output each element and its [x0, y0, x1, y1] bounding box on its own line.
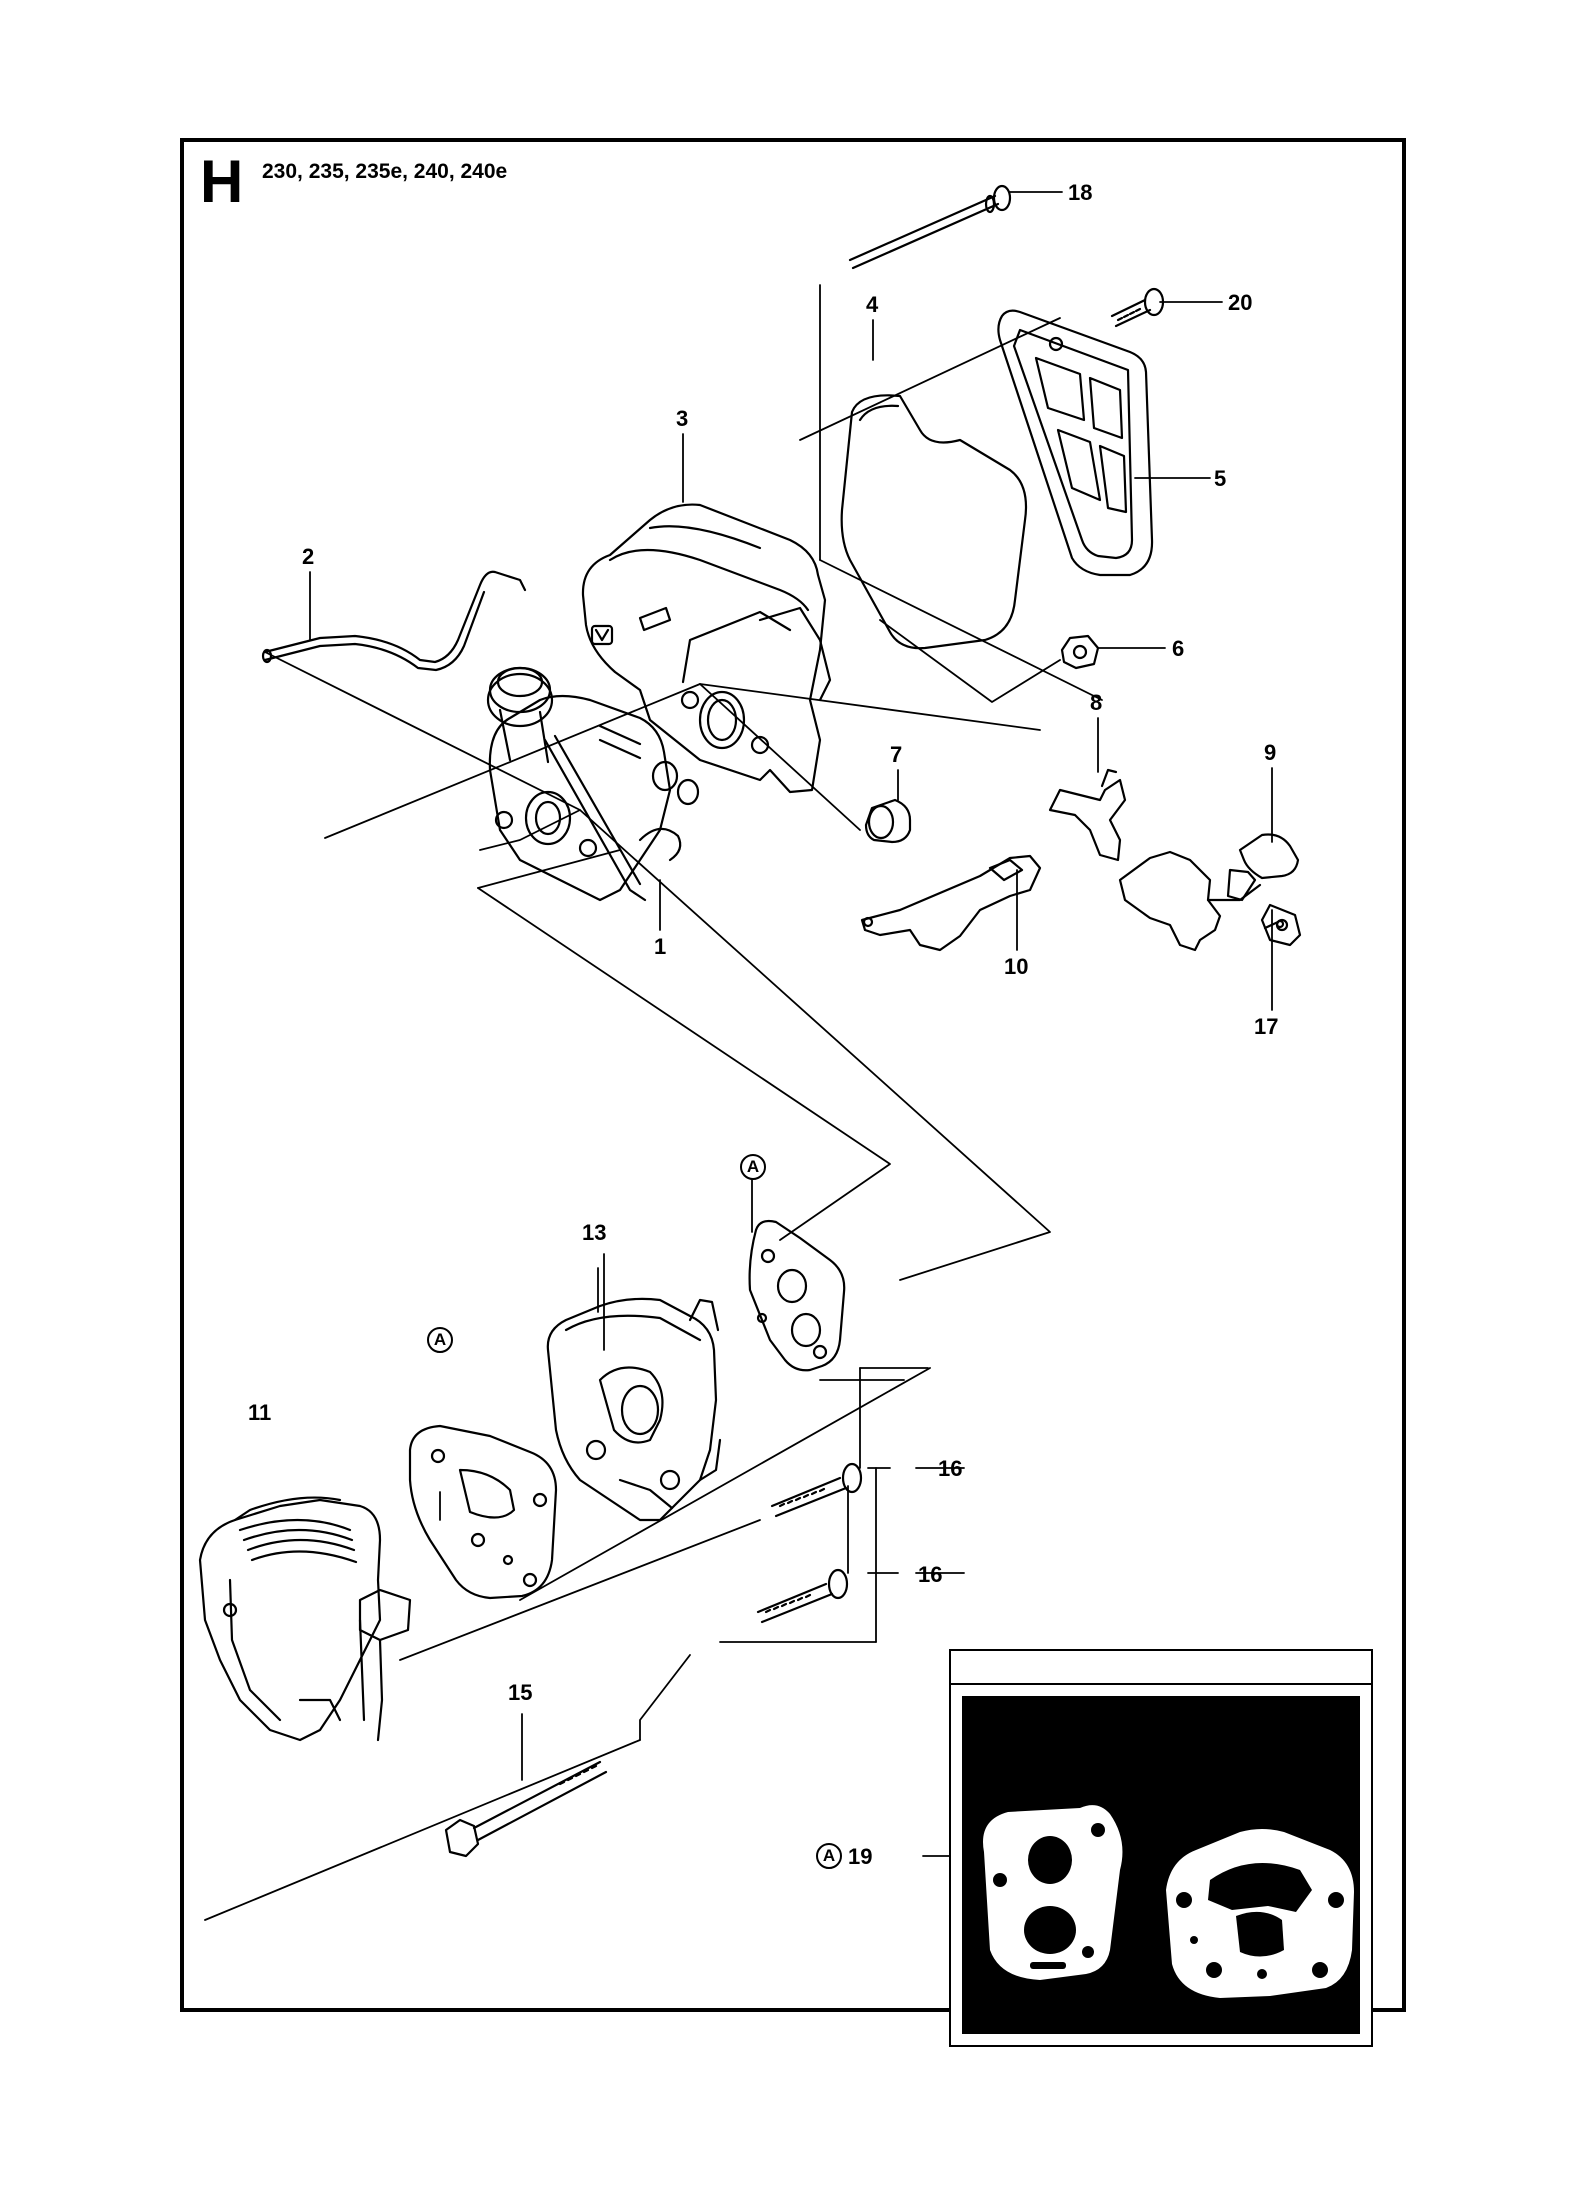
callout-10: 10	[1004, 954, 1029, 979]
callout-18: 18	[1068, 180, 1093, 205]
callout-3: 3	[676, 406, 689, 431]
section-letter: H	[200, 148, 244, 215]
callout-1: 1	[654, 934, 667, 959]
diagram-frame	[180, 138, 1406, 2012]
part-15-long-bolt	[444, 1760, 608, 1858]
part-10-lever	[860, 854, 1042, 952]
part-18-long-bolt	[848, 184, 1012, 270]
marker-a-kit: A	[816, 1843, 842, 1869]
part-13-intake-adapter	[546, 1297, 722, 1522]
callout-7: 7	[890, 742, 903, 767]
part-4-air-filter	[840, 394, 1028, 650]
callout-2: 2	[302, 544, 315, 569]
part-3-filter-housing	[581, 503, 832, 794]
callout-4: 4	[866, 292, 879, 317]
marker-a-upper: A	[740, 1154, 766, 1180]
part-16-screw-upper	[770, 1462, 863, 1518]
part-8-spring-plate	[1048, 768, 1127, 862]
callout-11: 11	[248, 1400, 272, 1425]
gasket-kit-panel	[949, 1649, 1373, 2047]
callout-6: 6	[1172, 636, 1185, 661]
part-9-throttle-lever	[1118, 833, 1302, 952]
callout-9: 9	[1264, 740, 1277, 765]
callout-15: 15	[508, 1680, 533, 1705]
model-list: 230, 235, 235e, 240, 240e	[262, 160, 508, 183]
callout-16-upper: 16	[938, 1456, 963, 1481]
callout-8: 8	[1090, 690, 1103, 715]
callout-5: 5	[1214, 466, 1227, 491]
part-7-sleeve	[864, 798, 912, 844]
part-gasket-lower	[408, 1424, 558, 1600]
part-17-screw	[1263, 919, 1285, 930]
part-1-carburetor	[486, 666, 700, 902]
leader-lines	[204, 191, 1273, 1921]
callout-17: 17	[1254, 1014, 1279, 1039]
part-20-screw	[1110, 287, 1165, 328]
callout-19: 19	[848, 1844, 873, 1869]
part-2-choke-rod	[261, 570, 527, 672]
marker-a-lower: A	[427, 1327, 453, 1353]
part-16-screw-lower	[756, 1568, 849, 1624]
part-5-filter-frame	[997, 309, 1154, 577]
callout-20: 20	[1228, 290, 1253, 315]
part-gasket-upper	[748, 1219, 846, 1372]
callout-16-lower: 16	[918, 1562, 943, 1587]
part-6-nut	[1060, 634, 1100, 670]
callout-13: 13	[582, 1220, 607, 1245]
part-11-intake-boot	[198, 1496, 412, 1742]
